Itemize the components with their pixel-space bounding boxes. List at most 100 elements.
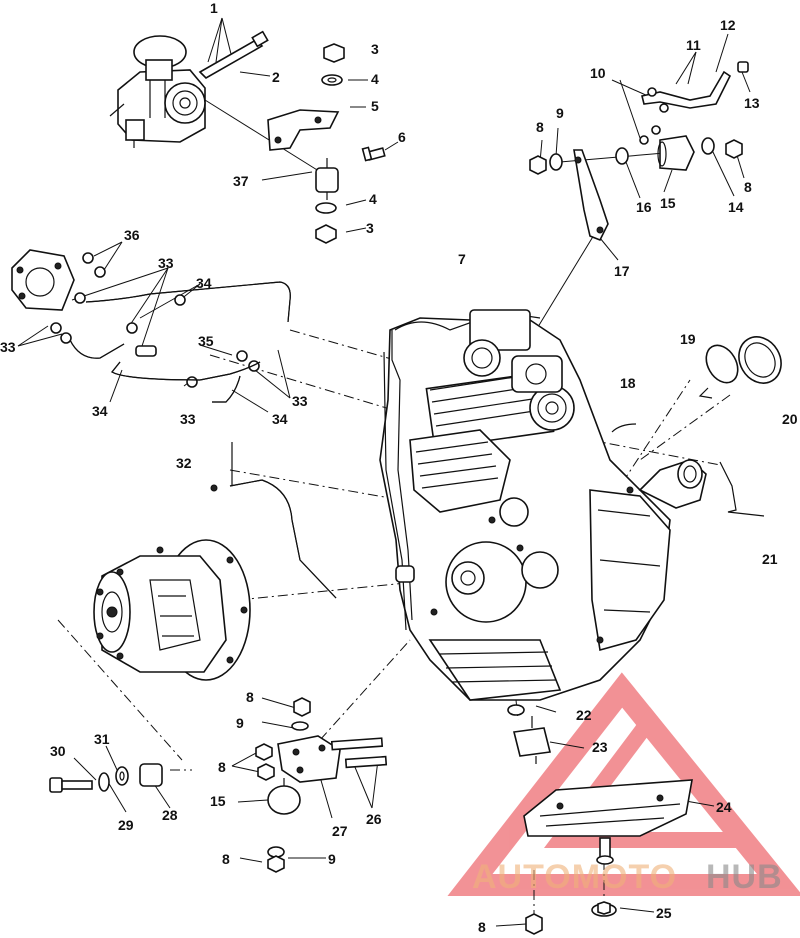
callout-5: 5	[371, 98, 379, 114]
callout-20: 20	[782, 411, 798, 427]
callout-3: 3	[371, 41, 379, 57]
washer	[98, 772, 110, 792]
callout-8: 8	[222, 851, 230, 867]
hose-clamp	[50, 252, 260, 388]
callout-8: 8	[246, 689, 254, 705]
callout-8: 8	[536, 119, 544, 135]
nut	[293, 697, 311, 717]
callout-7: 7	[458, 251, 466, 267]
callout-12: 12	[720, 17, 736, 33]
callout-33: 33	[0, 339, 16, 355]
callout-14: 14	[728, 199, 744, 215]
carburetor-mount-bracket	[267, 109, 340, 151]
callout-2: 2	[272, 69, 280, 85]
callout-31: 31	[94, 731, 110, 747]
callout-36: 36	[124, 227, 140, 243]
callout-9: 9	[328, 851, 336, 867]
oil-line	[210, 442, 337, 599]
nut	[323, 43, 345, 63]
carburetor	[109, 35, 206, 148]
vent-line-clip	[611, 423, 637, 433]
callout-18: 18	[620, 375, 636, 391]
callout-1: 1	[210, 0, 218, 16]
callout-34: 34	[92, 403, 108, 419]
callout-9: 9	[236, 715, 244, 731]
washer	[507, 704, 525, 716]
callout-9: 9	[556, 105, 564, 121]
callout-37: 37	[233, 173, 249, 189]
hose-clamp	[698, 344, 739, 399]
callout-30: 30	[50, 743, 66, 759]
callout-8: 8	[218, 759, 226, 775]
callout-32: 32	[176, 455, 192, 471]
callout-34: 34	[196, 275, 212, 291]
engine-assembly	[379, 309, 707, 701]
callout-24: 24	[716, 799, 732, 815]
breather-tube	[719, 461, 765, 517]
callout-11: 11	[686, 37, 701, 53]
callout-25: 25	[656, 905, 672, 921]
fuel-hose	[69, 281, 291, 403]
nut	[725, 139, 743, 159]
engine-mount-bracket-lower	[277, 735, 341, 783]
nut	[267, 855, 285, 873]
watermark-automoto: AUTOMOTO	[472, 858, 677, 896]
callout-27: 27	[332, 823, 348, 839]
mount-bolt	[330, 737, 388, 769]
washer	[315, 202, 337, 214]
rear-mount-stud	[596, 837, 614, 865]
clutch-bolt	[49, 777, 93, 793]
automotohub-watermark-text: AUTOMOTO HUB	[472, 858, 783, 896]
vent-tube	[641, 70, 732, 109]
flange-nut	[591, 901, 617, 917]
rubber-mount	[657, 135, 695, 171]
nut	[315, 224, 337, 244]
callout-35: 35	[198, 333, 214, 349]
rubber-mount	[315, 158, 339, 200]
callout-21: 21	[762, 551, 778, 567]
callout-23: 23	[592, 739, 608, 755]
callout-33: 33	[180, 411, 196, 427]
washer	[549, 153, 563, 171]
callout-26: 26	[366, 811, 382, 827]
callout-6: 6	[398, 129, 406, 145]
callout-33: 33	[292, 393, 308, 409]
washer	[615, 147, 629, 165]
callout-8: 8	[744, 179, 752, 195]
nut	[255, 743, 275, 781]
spacer	[139, 763, 163, 787]
rear-mount-bracket	[523, 779, 693, 837]
watermark-hub: HUB	[706, 858, 783, 896]
nut	[529, 155, 547, 175]
callout-33: 33	[158, 255, 174, 271]
callout-28: 28	[162, 807, 178, 823]
washer	[291, 721, 309, 731]
bolt	[361, 146, 386, 162]
callout-19: 19	[680, 331, 696, 347]
callout-8: 8	[478, 919, 486, 935]
callout-34: 34	[272, 411, 288, 427]
callout-29: 29	[118, 817, 134, 833]
callout-22: 22	[576, 707, 592, 723]
callout-15: 15	[660, 195, 676, 211]
nut	[525, 913, 543, 935]
drive-clutch	[93, 539, 251, 681]
washer	[321, 74, 343, 86]
washer	[115, 766, 129, 786]
callout-15: 15	[210, 793, 226, 809]
callout-4: 4	[369, 191, 377, 207]
callout-10: 10	[590, 65, 606, 81]
callout-3: 3	[366, 220, 374, 236]
fuel-pump	[11, 249, 75, 311]
automotohub-watermark-logo	[447, 672, 800, 896]
fuel-hose-connector	[135, 345, 157, 357]
callout-17: 17	[614, 263, 630, 279]
cap	[737, 61, 749, 73]
rubber-mount	[267, 778, 301, 815]
washer	[701, 137, 715, 155]
callout-16: 16	[636, 199, 652, 215]
throttle-cable-fitting	[198, 30, 269, 79]
engine-mount-bracket-upper	[573, 149, 609, 242]
